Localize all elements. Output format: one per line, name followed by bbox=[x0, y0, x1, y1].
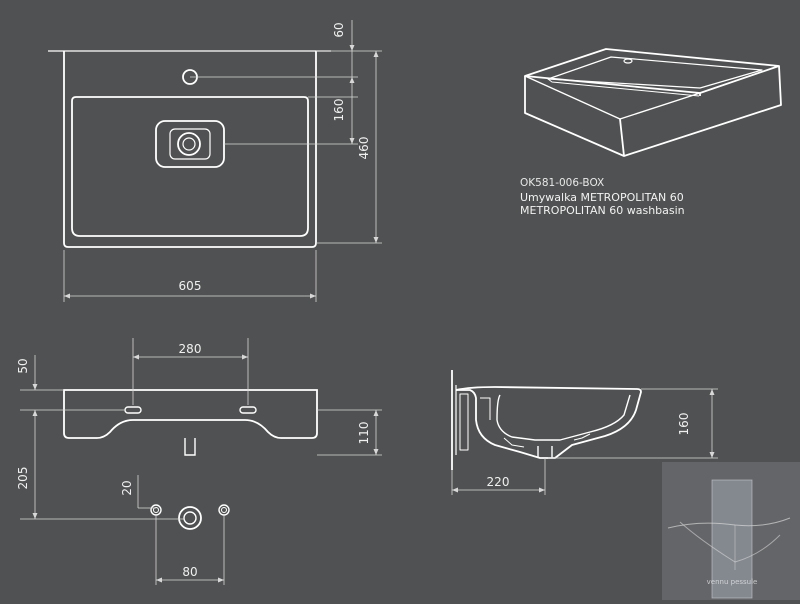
dim-pipe-spacing: 80 bbox=[182, 565, 197, 579]
dim-front-top: 50 bbox=[16, 358, 30, 373]
watermark-text: vennu pessule bbox=[707, 578, 758, 586]
dim-drain-height: 205 bbox=[16, 467, 30, 490]
dim-width: 605 bbox=[179, 279, 202, 293]
product-name-pl: Umywalka METROPOLITAN 60 bbox=[520, 190, 684, 204]
top-view-dimensions bbox=[63, 20, 382, 302]
dim-side-height: 160 bbox=[677, 413, 691, 436]
product-caption: OK581-006-BOX Umywalka METROPOLITAN 60 M… bbox=[520, 177, 685, 218]
top-view bbox=[48, 50, 331, 248]
dim-tap-spacing: 280 bbox=[179, 342, 202, 356]
dim-bowl-depth-top: 160 bbox=[332, 99, 346, 122]
top-view-arrows bbox=[64, 45, 379, 299]
dim-side-depth: 220 bbox=[487, 475, 510, 489]
front-view-arrows bbox=[32, 354, 379, 583]
dim-pipe-offset: 20 bbox=[120, 480, 134, 495]
dim-top-offset: 60 bbox=[332, 22, 346, 37]
side-view-dimensions bbox=[451, 388, 718, 495]
product-name-en: METROPOLITAN 60 washbasin bbox=[520, 204, 685, 217]
front-view bbox=[63, 389, 318, 530]
perspective-view bbox=[524, 48, 782, 157]
dim-depth: 460 bbox=[357, 137, 371, 160]
side-view-arrows bbox=[452, 389, 715, 493]
brand-watermark-logo: vennu pessule bbox=[662, 462, 800, 600]
dim-front-height: 110 bbox=[357, 422, 371, 445]
product-code: OK581-006-BOX bbox=[520, 177, 605, 189]
front-view-dimensions bbox=[20, 338, 382, 585]
side-view bbox=[451, 370, 642, 470]
